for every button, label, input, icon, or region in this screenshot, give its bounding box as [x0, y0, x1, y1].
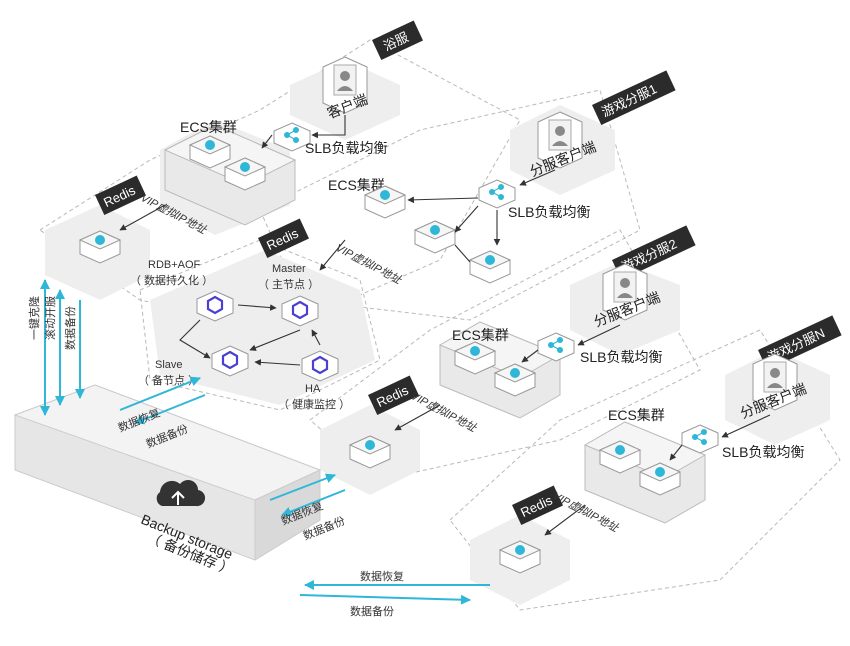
redis-slave-label-1: Slave	[155, 359, 183, 371]
slb-label-sub1: SLB负载均衡	[508, 204, 590, 220]
link-slb-ecs-main	[261, 134, 273, 149]
link-ecs-redis-sub2	[394, 404, 441, 431]
link-slb-ecs2-sub1	[454, 205, 479, 233]
backup-storage	[13, 384, 322, 561]
link-ecs-redis-subN	[544, 504, 586, 536]
left-label-clone: 一键克隆	[27, 296, 41, 340]
link-slb-ecs-sub2	[521, 349, 539, 363]
link-ha-master	[311, 329, 321, 346]
ecs-label-sub2: ECS集群	[452, 327, 509, 343]
redis-ha-label-2: （ 健康监控 ）	[278, 397, 350, 411]
link-persist-master	[237, 304, 277, 311]
link-ha-slave	[254, 359, 301, 366]
link-client-slb-main	[311, 115, 346, 139]
left-label-backup: 数据备份	[63, 306, 77, 350]
link-persist-slave	[179, 319, 211, 359]
tag-redis-cluster: Redis	[258, 218, 309, 258]
tag-main: 浴服	[372, 20, 423, 60]
slb-label-sub2: SLB负载均衡	[580, 349, 662, 365]
ecs-label-sub1: ECS集群	[328, 177, 385, 193]
slb-label-subN: SLB负载均衡	[722, 444, 804, 460]
link-client-slb-sub2	[577, 324, 621, 346]
link-client-slb-sub1	[519, 169, 556, 186]
redis-master-label-1: Master	[272, 263, 306, 275]
link-client-slb-subN	[721, 414, 771, 438]
ecs-label-main: ECS集群	[180, 119, 237, 135]
cloud-upload-icon	[156, 480, 206, 507]
link-slb-ecs-subN	[669, 444, 683, 461]
redis-master-label-2: （ 主节点 ）	[258, 278, 319, 291]
redis-persist-label-1: RDB+AOF	[148, 259, 201, 271]
link-slb-ecs1-sub1	[407, 196, 479, 204]
flow-label-subN-restore: 数据恢复	[360, 569, 404, 583]
tag-sub1: 游戏分服1	[592, 70, 676, 125]
link-ecs-ecs-sub1	[454, 244, 471, 263]
flow-cluster-backup	[134, 394, 206, 425]
ecs-node-icon	[469, 250, 511, 284]
flow-cluster-restore	[119, 376, 201, 411]
left-label-rolling: 滚动开服	[43, 296, 57, 340]
redis-ha-label-1: HA	[305, 383, 321, 395]
tag-redis-main: Redis	[95, 175, 146, 215]
link-master-slave	[249, 329, 301, 351]
vip-label-sub1: VIP虚拟IP地址	[334, 241, 405, 287]
flow-label-subN-backup: 数据备份	[350, 604, 394, 618]
link-ecs-redis-sub1	[319, 239, 346, 271]
redis-persist-label-2: （ 数据持久化 ）	[130, 273, 213, 287]
ecs-label-subN: ECS集群	[608, 407, 665, 423]
flow-sub2-restore	[269, 473, 336, 501]
link-ecs-redis-main	[119, 204, 166, 231]
redis-slave-label-2: （ 备节点 ）	[138, 373, 199, 387]
flow-sub2-backup	[281, 489, 346, 517]
slb-label-main: SLB负载均衡	[305, 140, 387, 156]
ecs-node-icon	[414, 220, 456, 254]
flow-subN-restore	[299, 594, 471, 605]
